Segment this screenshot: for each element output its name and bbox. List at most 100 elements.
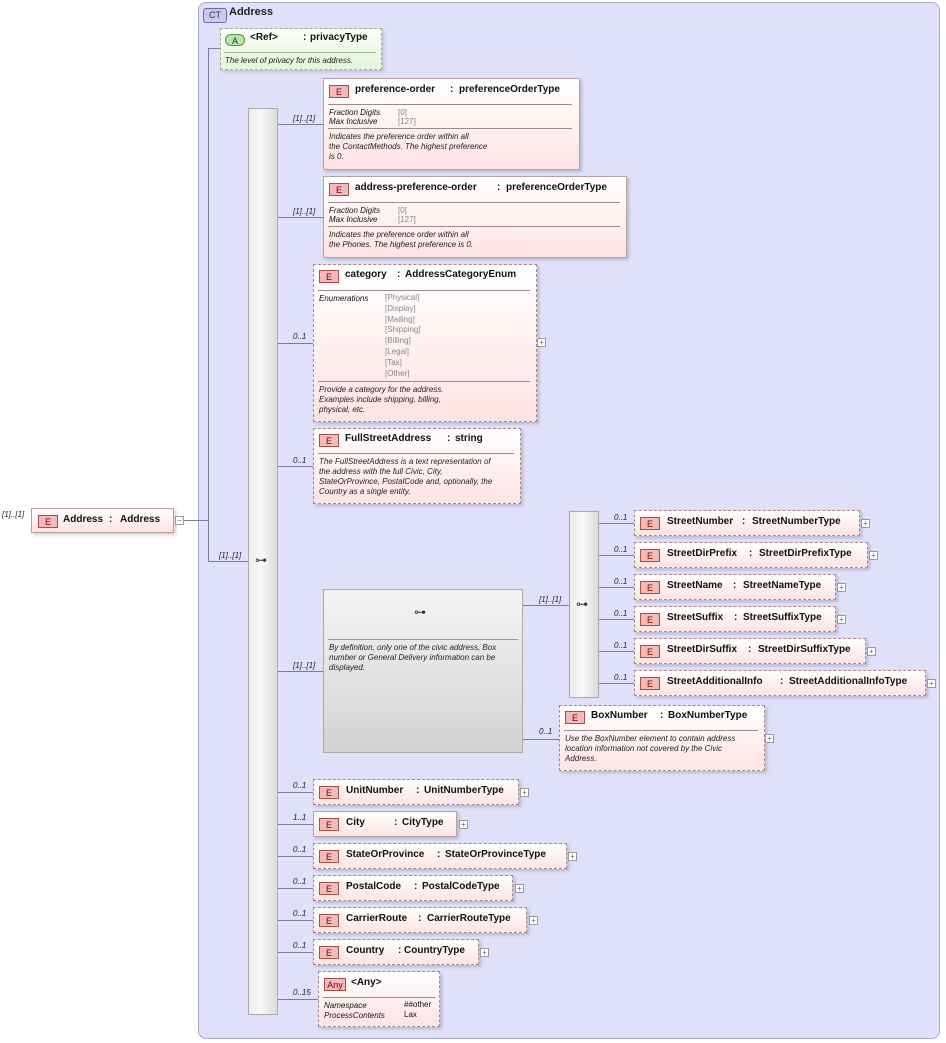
separator — [323, 997, 435, 998]
expand-icon[interactable]: + — [837, 615, 846, 624]
cardinality: 0..1 — [614, 513, 628, 522]
element-type: UnitNumberType — [424, 785, 504, 796]
connector — [598, 651, 634, 652]
element-type: StreetDirSuffixType — [758, 644, 851, 655]
element-city[interactable]: E City : CityType — [313, 811, 457, 837]
element-streetadditionalinfo[interactable]: E StreetAdditionalInfo : StreetAdditiona… — [634, 670, 926, 696]
element-type: preferenceOrderType — [459, 84, 560, 95]
expand-icon[interactable]: + — [869, 551, 878, 560]
element-type: CountryType — [404, 945, 465, 956]
cardinality: 0..1 — [293, 909, 307, 918]
ct-title: Address — [229, 6, 274, 18]
separator — [224, 52, 376, 53]
type-separator: : — [418, 913, 422, 924]
cardinality: [1]..[1] — [293, 661, 316, 670]
expand-icon[interactable]: + — [867, 647, 876, 656]
any-prop-label: ProcessContents — [324, 1011, 385, 1020]
element-badge: E — [640, 517, 660, 530]
expand-icon[interactable]: + — [537, 338, 546, 347]
expand-icon[interactable]: + — [765, 734, 774, 743]
expand-icon[interactable]: + — [520, 788, 529, 797]
facet-value: [127] — [398, 215, 416, 224]
sequence-icon: ⊶ — [576, 597, 588, 611]
type-separator: : — [414, 881, 418, 892]
element-country[interactable]: E Country : CountryType — [313, 939, 479, 965]
attribute-ref[interactable]: A <Ref> : privacyType The level of priva… — [220, 28, 382, 70]
element-badge: E — [565, 711, 585, 724]
connector — [208, 48, 220, 49]
facet-label: Max Inclusive — [329, 117, 378, 126]
element-name: StateOrProvince — [346, 849, 425, 860]
element-category[interactable]: E category : AddressCategoryEnum Enumera… — [313, 264, 537, 422]
element-name: preference-order — [355, 84, 436, 95]
element-type: StreetSuffixType — [743, 612, 822, 623]
expand-icon[interactable]: + — [529, 916, 538, 925]
element-streetname[interactable]: E StreetName : StreetNameType — [634, 574, 836, 600]
element-boxnumber[interactable]: E BoxNumber : BoxNumberType Use the BoxN… — [559, 705, 765, 771]
connector — [278, 217, 323, 218]
sequence-compositor[interactable] — [248, 108, 278, 1015]
element-name: StreetDirPrefix — [667, 548, 738, 559]
inner-sequence-compositor[interactable] — [569, 511, 599, 698]
element-streetdirsuffix[interactable]: E StreetDirSuffix : StreetDirSuffixType — [634, 638, 866, 664]
element-name: PostalCode — [346, 881, 402, 892]
root-element-address[interactable]: E Address : Address — [31, 508, 174, 533]
expand-icon[interactable]: + — [480, 948, 489, 957]
element-badge: E — [640, 677, 660, 690]
element-name: category — [345, 269, 387, 280]
element-address-preference-order[interactable]: E address-preference-order : preferenceO… — [323, 176, 627, 258]
element-type: CityType — [402, 817, 444, 828]
choice-compositor[interactable]: ⊶ By definition, only one of the civic a… — [323, 589, 523, 753]
element-preference-order[interactable]: E preference-order : preferenceOrderType… — [323, 78, 580, 170]
collapse-icon[interactable]: − — [175, 516, 184, 525]
cardinality: 0..1 — [293, 877, 307, 886]
element-unitnumber[interactable]: E UnitNumber : UnitNumberType — [313, 779, 519, 805]
sequence-icon: ⊶ — [255, 553, 267, 567]
connector — [278, 124, 323, 125]
element-badge: E — [329, 183, 349, 196]
inner-sequence-cardinality: [1]..[1] — [539, 595, 562, 604]
cardinality: 0..15 — [293, 988, 311, 997]
element-badge: E — [640, 549, 660, 562]
element-badge: E — [319, 850, 339, 863]
expand-icon[interactable]: + — [515, 884, 524, 893]
type-separator: : — [742, 516, 746, 527]
element-name: StreetNumber — [667, 516, 734, 527]
element-type: string — [455, 433, 483, 444]
element-name: Country — [346, 945, 385, 956]
cardinality: 0..1 — [614, 609, 628, 618]
element-carrierroute[interactable]: E CarrierRoute : CarrierRouteType — [313, 907, 527, 933]
cardinality: 0..1 — [293, 456, 307, 465]
element-type: preferenceOrderType — [506, 182, 607, 193]
connector — [598, 523, 634, 524]
connector — [598, 683, 634, 684]
element-fullstreetaddress[interactable]: E FullStreetAddress : string The FullStr… — [313, 428, 521, 504]
element-badge: E — [319, 818, 339, 831]
separator — [328, 128, 572, 129]
element-postalcode[interactable]: E PostalCode : PostalCodeType — [313, 875, 513, 901]
attribute-type: privacyType — [310, 32, 368, 43]
any-prop-value: Lax — [404, 1010, 417, 1019]
element-any[interactable]: Any <Any> Namespace ##other ProcessConte… — [318, 971, 440, 1027]
element-streetsuffix[interactable]: E StreetSuffix : StreetSuffixType — [634, 606, 836, 632]
expand-icon[interactable]: + — [837, 583, 846, 592]
element-name: StreetName — [667, 580, 723, 591]
element-name: StreetSuffix — [667, 612, 724, 623]
element-type: PostalCodeType — [422, 881, 500, 892]
expand-icon[interactable]: + — [459, 820, 468, 829]
separator — [328, 104, 572, 105]
cardinality: 0..1 — [293, 332, 307, 341]
element-doc: Indicates the preference order within al… — [329, 132, 488, 161]
any-prop-label: Namespace — [324, 1001, 367, 1010]
element-stateorprovince[interactable]: E StateOrProvince : StateOrProvinceType — [313, 843, 567, 869]
element-streetdirprefix[interactable]: E StreetDirPrefix : StreetDirPrefixType — [634, 542, 868, 568]
cardinality: 0..1 — [614, 545, 628, 554]
expand-icon[interactable]: + — [927, 679, 936, 688]
expand-icon[interactable]: + — [861, 519, 870, 528]
element-badge: E — [319, 946, 339, 959]
connector — [278, 920, 313, 921]
element-name: StreetDirSuffix — [667, 644, 738, 655]
expand-icon[interactable]: + — [568, 852, 577, 861]
element-streetnumber[interactable]: E StreetNumber : StreetNumberType — [634, 510, 860, 536]
element-name: address-preference-order — [355, 182, 477, 193]
